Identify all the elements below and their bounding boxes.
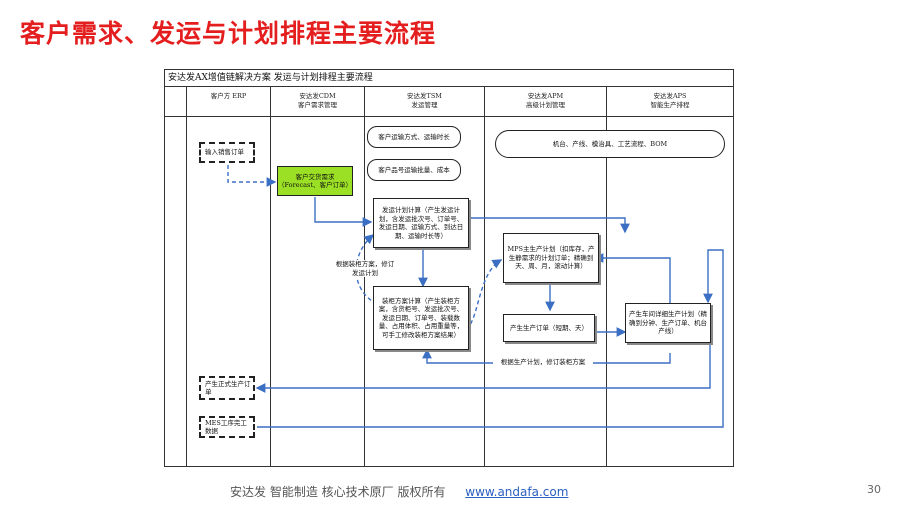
edge-label-adjust-loading: 根据装柜方案，修订发运计划: [335, 260, 395, 277]
lane-header-cdm: 安达发CDM 客户需求管理: [271, 87, 365, 117]
node-sales-order: 输入销售订单: [199, 142, 255, 163]
footer: 安达发 智能制造 核心技术原厂 版权所有 www.andafa.com: [230, 483, 568, 500]
lane-cdm-sub: 客户需求管理: [298, 101, 337, 109]
flow-arrows: [227, 165, 724, 428]
lane-aps-sub: 智能生产排程: [650, 101, 690, 109]
lane-header-tsm: 安达发TSM 发运管理: [365, 87, 485, 117]
page-number: 30: [867, 483, 881, 496]
footer-url-link[interactable]: www.andafa.com: [465, 485, 569, 499]
node-formal-order: 产生正式生产订单: [199, 376, 255, 400]
edge-aps-to-formal: [255, 342, 711, 393]
lane-divider: [606, 117, 607, 466]
flow-diagram: 安达发AX增值链解决方案 发运与计划排程主要流程 客户方 ERP 安达发CDM …: [164, 69, 734, 467]
lane-divider: [364, 117, 365, 466]
lane-header-erp: 客户方 ERP: [187, 87, 271, 117]
edge-label-adjust-by-plan: 根据生产计划，修订装柜方案: [493, 358, 593, 367]
node-production-order: 产生生产订单（短期、天）: [503, 314, 595, 342]
node-mes-data: MES工序完工数据: [199, 416, 255, 438]
edge-aps-to-mps: [593, 253, 671, 305]
edge-loading-to-shipping: [355, 234, 378, 305]
lane-tsm-sub: 发运管理: [411, 101, 438, 109]
lane-divider: [484, 117, 485, 466]
node-mps: MPS主生产计划（扣库存，产生静需求的计划订单；精确到天、周、月，滚动计算）: [503, 233, 599, 283]
edge-loading-to-mps: [459, 259, 503, 333]
lane-apm-sub: 高级计划管理: [526, 101, 565, 109]
lane-divider: [270, 117, 271, 466]
lane-tsm-name: 安达发TSM: [407, 92, 442, 100]
node-aps-plan: 产生车间详细生产计划（精确到分钟、生产订单、机台产线）: [625, 303, 711, 343]
node-loading-plan: 装柜方案计算（产生装柜方案，含货柜号、发运批次号、发运日期、订单号、装载数量、占…: [373, 286, 469, 350]
edge-shipping-to-mps: [454, 210, 630, 234]
lane-divider: [186, 117, 187, 466]
node-product-qty: 客户品号运输批量、成本: [367, 159, 461, 181]
node-master-data: 机台、产线、模治具、工艺流程、BOM: [495, 130, 725, 158]
page-title: 客户需求、发运与计划排程主要流程: [20, 19, 437, 48]
lane-header-aps: 安达发APS 智能生产排程: [607, 87, 733, 117]
node-shipping-plan: 发运计划计算（产生发运计划，含发运批次号、订单号、发运日期、运输方式、到达日期、…: [373, 198, 469, 248]
edge-demand-to-shipping: [314, 197, 373, 227]
node-transport-mode: 客户运输方式、运输时长: [367, 126, 461, 148]
lane-corner: [165, 87, 187, 117]
lane-cdm-name: 安达发CDM: [299, 92, 336, 100]
lane-erp-name: 客户方 ERP: [210, 92, 247, 100]
lane-aps-name: 安达发APS: [653, 92, 687, 100]
diagram-title: 安达发AX增值链解决方案 发运与计划排程主要流程: [165, 70, 733, 87]
lane-header-apm: 安达发APM 高级计划管理: [485, 87, 607, 117]
edge-mes-to-aps: [257, 249, 724, 428]
footer-copyright: 安达发 智能制造 核心技术原厂 版权所有: [230, 485, 446, 499]
lane-apm-name: 安达发APM: [527, 92, 564, 100]
edge-order-to-demand: [227, 165, 277, 187]
node-customer-demand: 客户交货需求（Forecast、客户订单）: [277, 166, 353, 196]
